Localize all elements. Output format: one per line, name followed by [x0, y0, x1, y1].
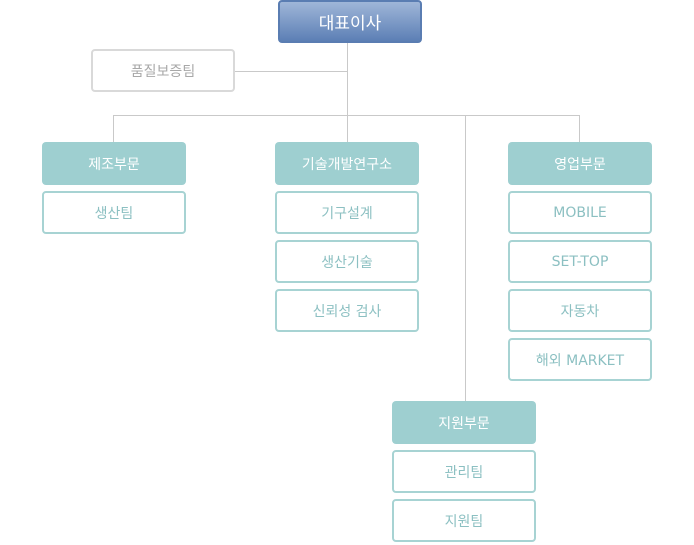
connector-quality	[234, 71, 348, 72]
sales-automotive-box: 자동차	[508, 289, 652, 332]
sales-mobile-box: MOBILE	[508, 191, 652, 234]
rnd-division-box: 기술개발연구소	[275, 142, 419, 185]
ceo-box: 대표이사	[278, 0, 422, 43]
sales-division-box: 영업부문	[508, 142, 652, 185]
sales-overseas-box: 해외 MARKET	[508, 338, 652, 381]
connector-support	[465, 115, 466, 403]
management-team-box: 관리팀	[392, 450, 536, 493]
connector-ceo-trunk	[347, 42, 348, 116]
support-division-box: 지원부문	[392, 401, 536, 444]
production-team-box: 생산팀	[42, 191, 186, 234]
manufacturing-division-box: 제조부문	[42, 142, 186, 185]
sales-settop-box: SET-TOP	[508, 240, 652, 283]
connector-rnd	[347, 115, 348, 145]
connector-horizontal	[113, 115, 579, 116]
mechanical-design-box: 기구설계	[275, 191, 419, 234]
production-tech-box: 생산기술	[275, 240, 419, 283]
support-team-box: 지원팀	[392, 499, 536, 542]
connector-sales	[579, 115, 580, 145]
quality-team-box: 품질보증팀	[91, 49, 235, 92]
connector-manufacturing	[113, 115, 114, 145]
reliability-test-box: 신뢰성 검사	[275, 289, 419, 332]
